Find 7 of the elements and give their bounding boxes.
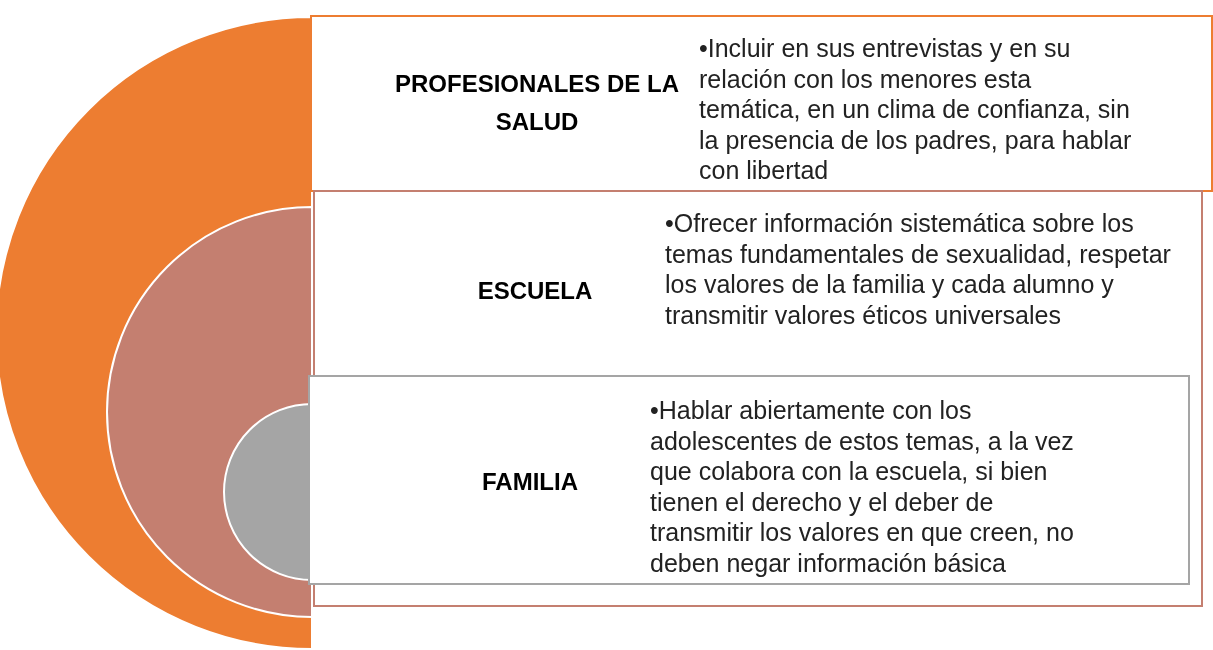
panel-heading: FAMILIA [481,467,579,497]
panel-heading: PROFESIONALES DE LA SALUD [394,69,680,137]
text-panel [310,15,1213,192]
bullet-text: •Incluir en sus entrevistas y en su relación con los menores esta temática, en un clima de confianza, sin la presencia de los padres, para hablar con libertad [699,33,1133,186]
bullet-text: •Hablar abiertamente con los adolescentes de estos temas, a la vez que colabora con la escuela, si bien tienen el derecho y el deber de transmitir los valores en que creen, no deben negar información básica [650,395,1075,578]
panel-heading: ESCUELA [476,276,594,306]
bullet-text: •Ofrecer información sistemática sobre los temas fundamentales de sexualidad, respetar los valores de la familia y cada alumno y transmitir valores éticos universales [665,208,1172,330]
